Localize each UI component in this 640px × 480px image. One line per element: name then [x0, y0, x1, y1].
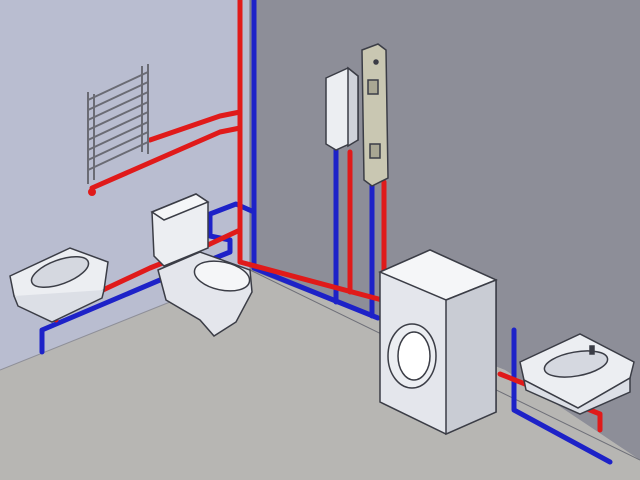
pipes [39, 0, 613, 465]
cold-pipe-left-run [39, 201, 257, 355]
washing-machine [378, 249, 498, 436]
cold-pipe-sink-right [511, 327, 613, 465]
hot-pipe-right-run [237, 259, 385, 303]
floor [0, 270, 640, 480]
sink-left [9, 247, 109, 323]
sink-right [519, 333, 635, 415]
towel-rail [87, 64, 149, 196]
toilet [150, 193, 253, 337]
hot-pipe-towel-rail-bottom [89, 125, 243, 191]
control-panel [361, 43, 389, 187]
water-heater [325, 66, 359, 151]
cold-pipe-right-run [251, 265, 381, 321]
hot-pipe-towel-rail-top [147, 109, 243, 143]
